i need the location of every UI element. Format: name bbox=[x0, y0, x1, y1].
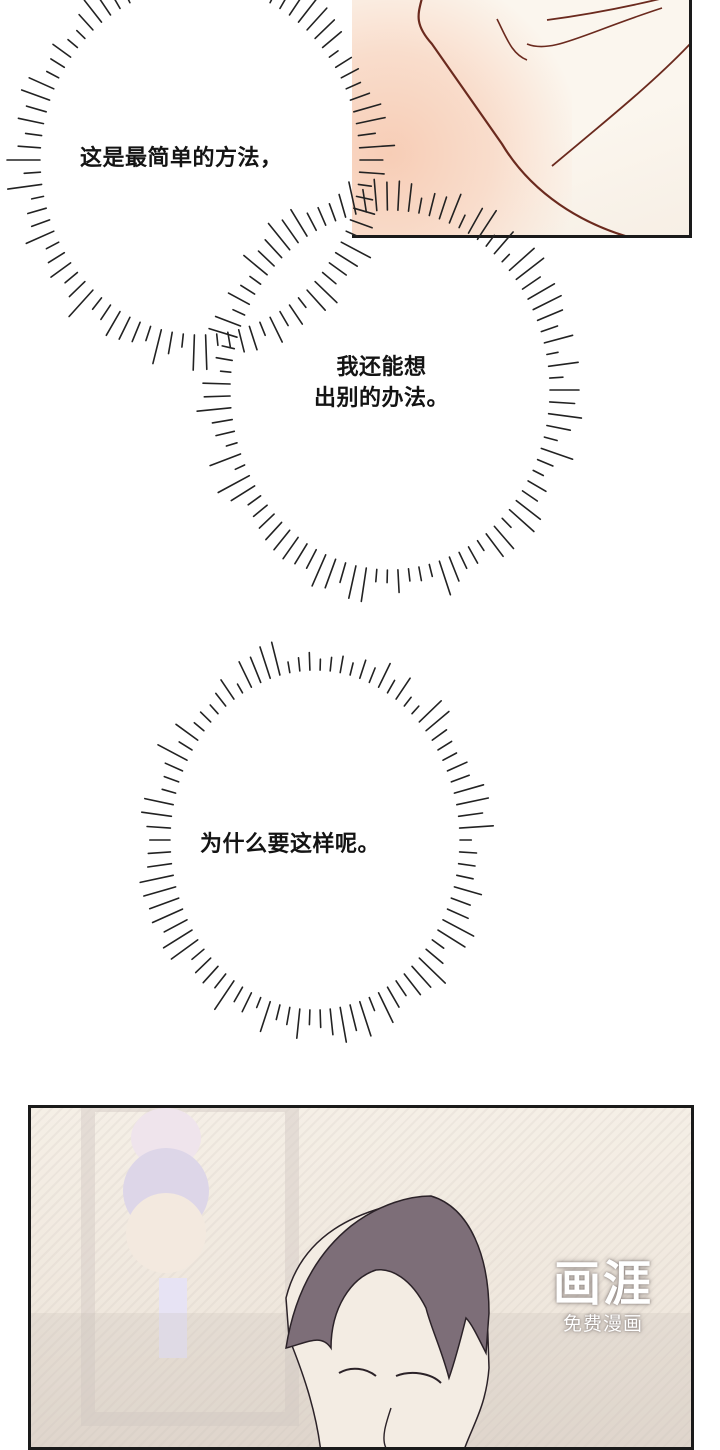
thought-bubble-2: 我还能想 出别的办法。 bbox=[200, 175, 580, 595]
thought-bubble-3: 为什么要这样呢。 bbox=[140, 640, 490, 1040]
watermark: 画涯 免费漫画 bbox=[553, 1256, 653, 1336]
watermark-subtitle: 免费漫画 bbox=[553, 1312, 653, 1336]
bubble-1-text: 这是最简单的方法， bbox=[80, 143, 283, 174]
bottom-comic-panel: 画涯 免费漫画 bbox=[28, 1105, 694, 1450]
bubble-3-text: 为什么要这样呢。 bbox=[200, 829, 380, 860]
watermark-logo: 画涯 bbox=[553, 1256, 653, 1312]
bubble-2-text: 我还能想 出别的办法。 bbox=[314, 352, 449, 414]
